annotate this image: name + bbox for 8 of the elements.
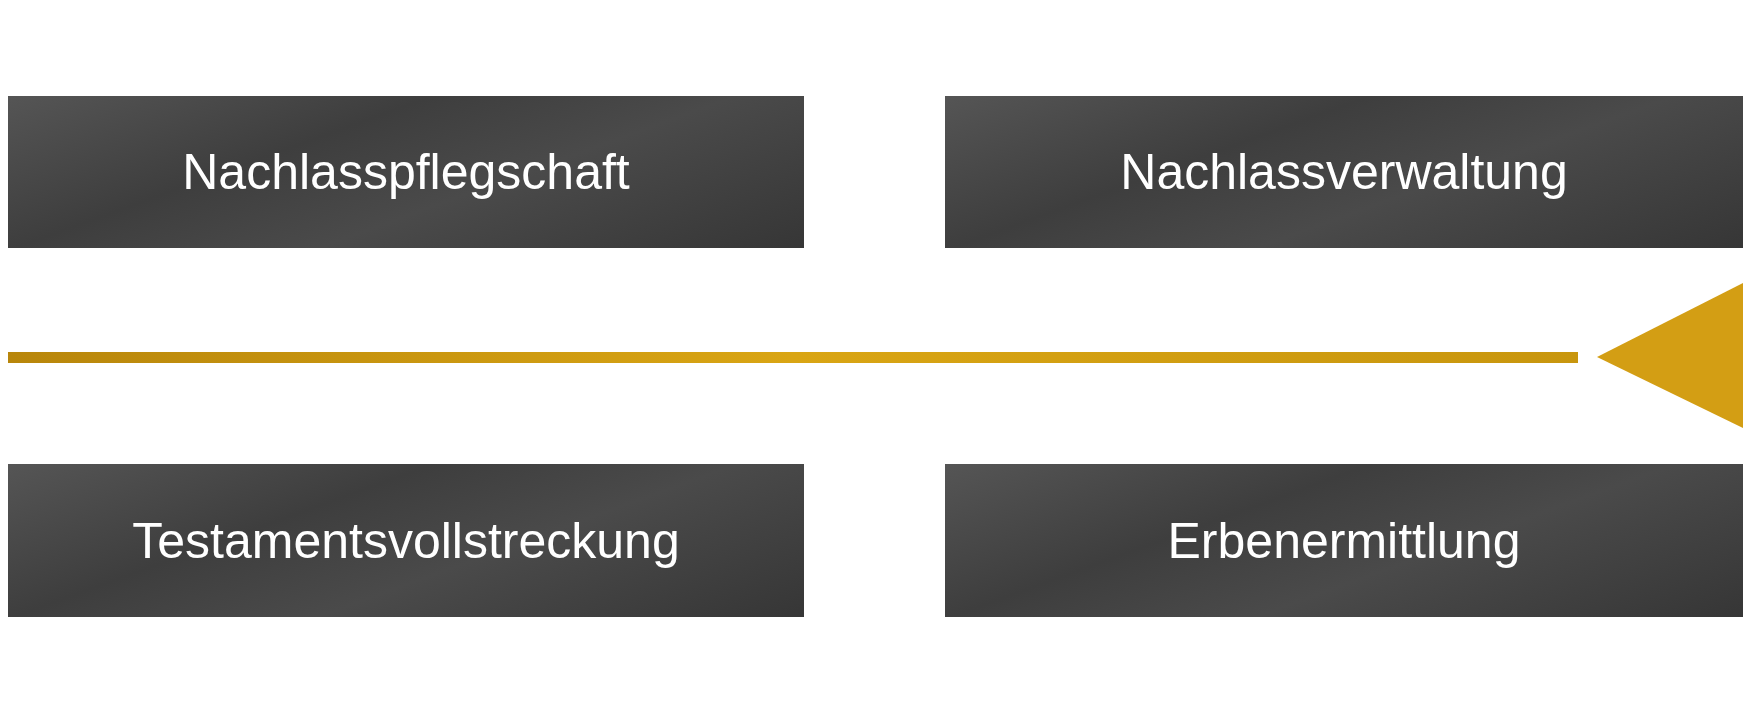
slate-box — [8, 464, 804, 617]
slate-box — [945, 96, 1743, 248]
slate-box — [8, 96, 804, 248]
box-label: Testamentsvollstreckung — [132, 511, 680, 570]
box-label: Nachlassverwaltung — [1120, 143, 1568, 201]
box-label: Nachlasspflegschaft — [182, 143, 630, 201]
slate-box — [945, 464, 1743, 617]
box-label: Erbenermittlung — [1167, 511, 1521, 570]
